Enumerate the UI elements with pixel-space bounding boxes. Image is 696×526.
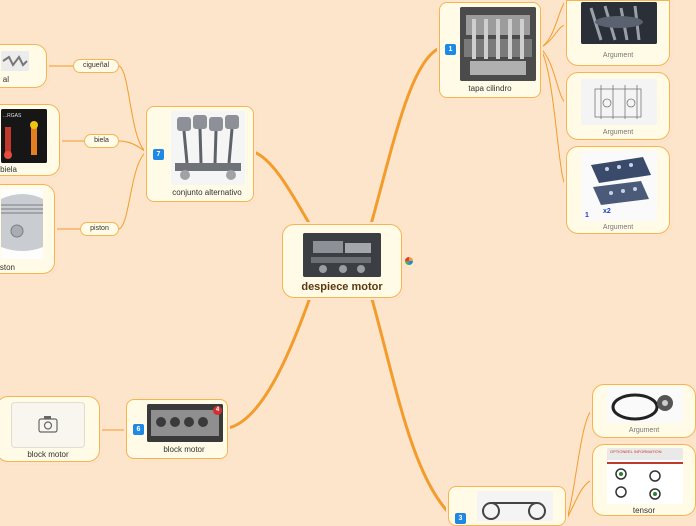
branch-block-motor[interactable]: 4 6 block motor bbox=[126, 399, 228, 459]
central-title: despiece motor bbox=[283, 281, 401, 293]
biela-card[interactable]: ...RGAS biela bbox=[0, 104, 60, 176]
valve-parts-image bbox=[581, 2, 657, 44]
tapa-child-node[interactable]: Argument bbox=[566, 0, 670, 66]
exploded-head-diagram-image: 1 x2 bbox=[581, 151, 657, 221]
crankshaft-image bbox=[1, 51, 29, 71]
ciguenal-card[interactable]: al bbox=[0, 44, 47, 88]
number-badge: 7 bbox=[153, 149, 164, 160]
pill-ciguenal[interactable]: cigueñal bbox=[73, 59, 119, 73]
branch-conjunto-alternativo[interactable]: 7 conjunto alternativo bbox=[146, 106, 254, 202]
branch-bottom[interactable]: 3 bbox=[448, 486, 566, 526]
diagram-mark: x2 bbox=[603, 208, 611, 215]
card-label: al bbox=[0, 75, 9, 84]
connecting-rod-image: ...RGAS bbox=[1, 109, 47, 163]
diagram-mark: 1 bbox=[585, 212, 589, 219]
number-badge: 1 bbox=[445, 44, 456, 55]
branch-tapa-cilindro[interactable]: 1 tapa cilindro bbox=[439, 2, 541, 98]
overlay-badge: 4 bbox=[213, 406, 222, 415]
branch-label: tapa cilindro bbox=[440, 84, 540, 93]
node-label: Argument bbox=[567, 224, 669, 231]
engine-parts-image bbox=[303, 233, 381, 277]
bottom-child-node[interactable]: Argument bbox=[592, 384, 696, 438]
image-placeholder bbox=[11, 402, 85, 448]
piston-assembly-image bbox=[171, 111, 245, 185]
card-label: biela bbox=[0, 165, 17, 174]
branch-label: conjunto alternativo bbox=[147, 188, 253, 197]
branch-label: block motor bbox=[127, 445, 227, 454]
node-label: tensor bbox=[593, 506, 695, 515]
piston-card[interactable]: ston bbox=[0, 184, 55, 274]
card-label: ston bbox=[0, 263, 15, 272]
belt-kit-image bbox=[607, 387, 683, 423]
bottom-child-node[interactable]: OPTIONEEL INFORMATION tensor bbox=[592, 444, 696, 516]
tapa-child-node[interactable]: 1 x2 Argument bbox=[566, 146, 670, 234]
piston-image bbox=[1, 189, 43, 259]
node-label: Argument bbox=[593, 427, 695, 434]
timing-belt-image bbox=[477, 491, 553, 521]
pill-piston[interactable]: piston bbox=[80, 222, 119, 236]
card-heading: ...RGAS bbox=[3, 113, 22, 119]
tensor-heading: OPTIONEEL INFORMATION bbox=[610, 449, 662, 454]
central-topic[interactable]: despiece motor bbox=[282, 224, 402, 298]
tapa-child-node[interactable]: Argument bbox=[566, 72, 670, 140]
number-badge: 6 bbox=[133, 424, 144, 435]
node-label: block motor bbox=[0, 450, 99, 459]
cylinder-diagram-image bbox=[581, 79, 657, 125]
number-badge: 3 bbox=[455, 513, 466, 524]
pill-biela[interactable]: biela bbox=[84, 134, 119, 148]
engine-block-image bbox=[147, 404, 223, 442]
camera-icon bbox=[12, 403, 84, 447]
block-motor-child[interactable]: block motor bbox=[0, 396, 100, 462]
node-label: Argument bbox=[567, 52, 669, 59]
cylinder-head-image bbox=[460, 7, 536, 81]
tensor-diagram-image: OPTIONEEL INFORMATION bbox=[607, 448, 683, 504]
node-label: Argument bbox=[567, 129, 669, 136]
color-wheel-icon[interactable] bbox=[405, 257, 413, 265]
